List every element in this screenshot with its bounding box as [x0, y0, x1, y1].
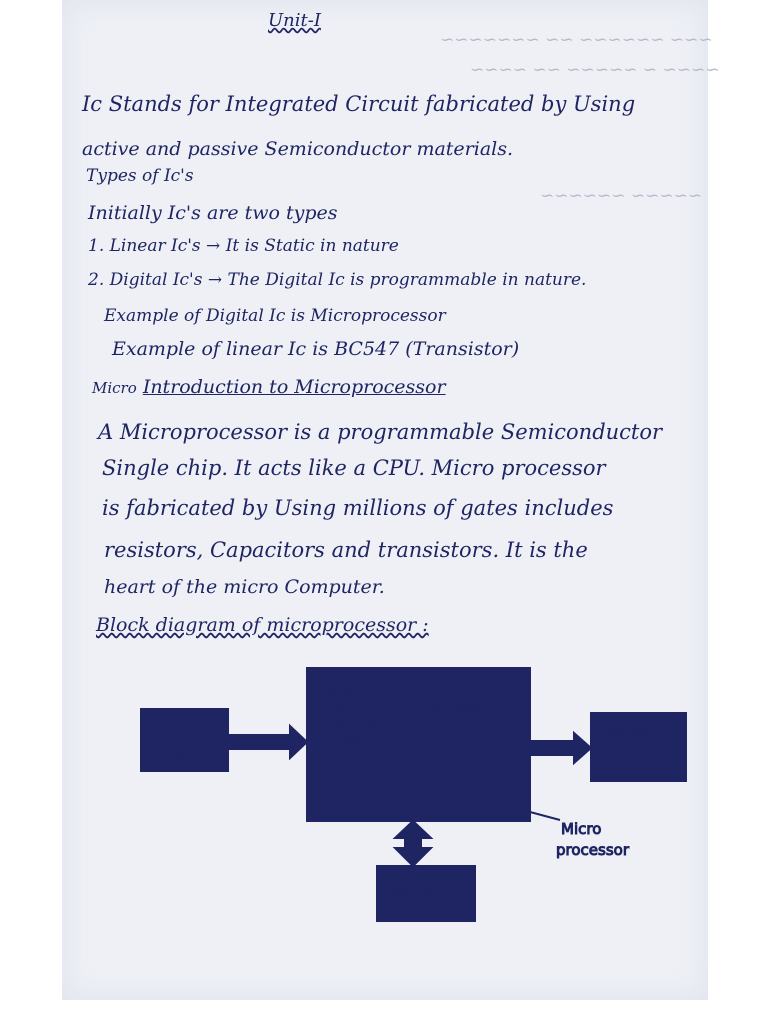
timing-label-4: unit. — [336, 733, 365, 748]
alu-label: ALU — [339, 783, 368, 801]
section-heading: Introduction to Microprocessor — [142, 376, 446, 398]
alu-box — [330, 774, 397, 807]
page-title: Unit-I — [268, 10, 321, 31]
register-label-1: Register — [430, 698, 493, 716]
para-line-3: is fabricated by Using millions of gates… — [102, 496, 614, 520]
output-arrow — [530, 730, 593, 766]
output-device-label-1: output — [601, 722, 651, 740]
timing-label-1: Timing — [323, 687, 368, 702]
memory-box — [376, 865, 476, 922]
input-arrow — [228, 723, 309, 761]
input-device-box — [140, 708, 229, 772]
section-prefix: Micro — [92, 379, 137, 397]
example-digital: Example of Digital Ic is Microprocessor — [104, 306, 446, 326]
memory-label: Memory — [386, 883, 455, 903]
type-2-digital: 2. Digital Ic's → The Digital Ic is prog… — [88, 270, 587, 290]
output-device-label-2: device — [601, 750, 650, 768]
block-diagram-heading: Block diagram of microprocessor : — [96, 614, 429, 636]
para-line-4: resistors, Capacitors and transistors. I… — [104, 538, 588, 562]
section-heading-row: Micro Introduction to Microprocessor — [92, 376, 446, 398]
micro-label-2: processor — [556, 841, 630, 859]
register-label-2: array — [438, 726, 477, 744]
register-array-box — [421, 689, 512, 798]
input-device-label-1: input — [152, 719, 191, 737]
types-label: Types of Ic's — [86, 166, 194, 186]
para-line-1: A Microprocessor is a programmable Semic… — [98, 420, 663, 444]
para-line-5: heart of the micro Computer. — [104, 576, 385, 598]
intro-line-2: active and passive Semiconductor materia… — [82, 138, 514, 160]
initially-line: Initially Ic's are two types — [88, 202, 338, 224]
notebook-page — [62, 0, 708, 1000]
type-1-linear: 1. Linear Ic's → It is Static in nature — [88, 236, 399, 256]
input-device-label-2: device. — [147, 748, 201, 766]
example-linear: Example of linear Ic is BC547 (Transisto… — [112, 338, 520, 360]
memory-bidirectional-arrow — [392, 819, 434, 868]
label-pointer-line — [529, 811, 561, 821]
output-device-box — [590, 712, 687, 782]
timing-label-2: and — [334, 701, 358, 716]
timing-control-unit-box — [317, 683, 405, 753]
para-line-2: Single chip. It acts like a CPU. Micro p… — [102, 456, 606, 480]
micro-label-1: Micro — [561, 820, 601, 838]
timing-label-3: Control — [329, 716, 376, 731]
intro-line-1: Ic Stands for Integrated Circuit fabrica… — [82, 92, 636, 116]
